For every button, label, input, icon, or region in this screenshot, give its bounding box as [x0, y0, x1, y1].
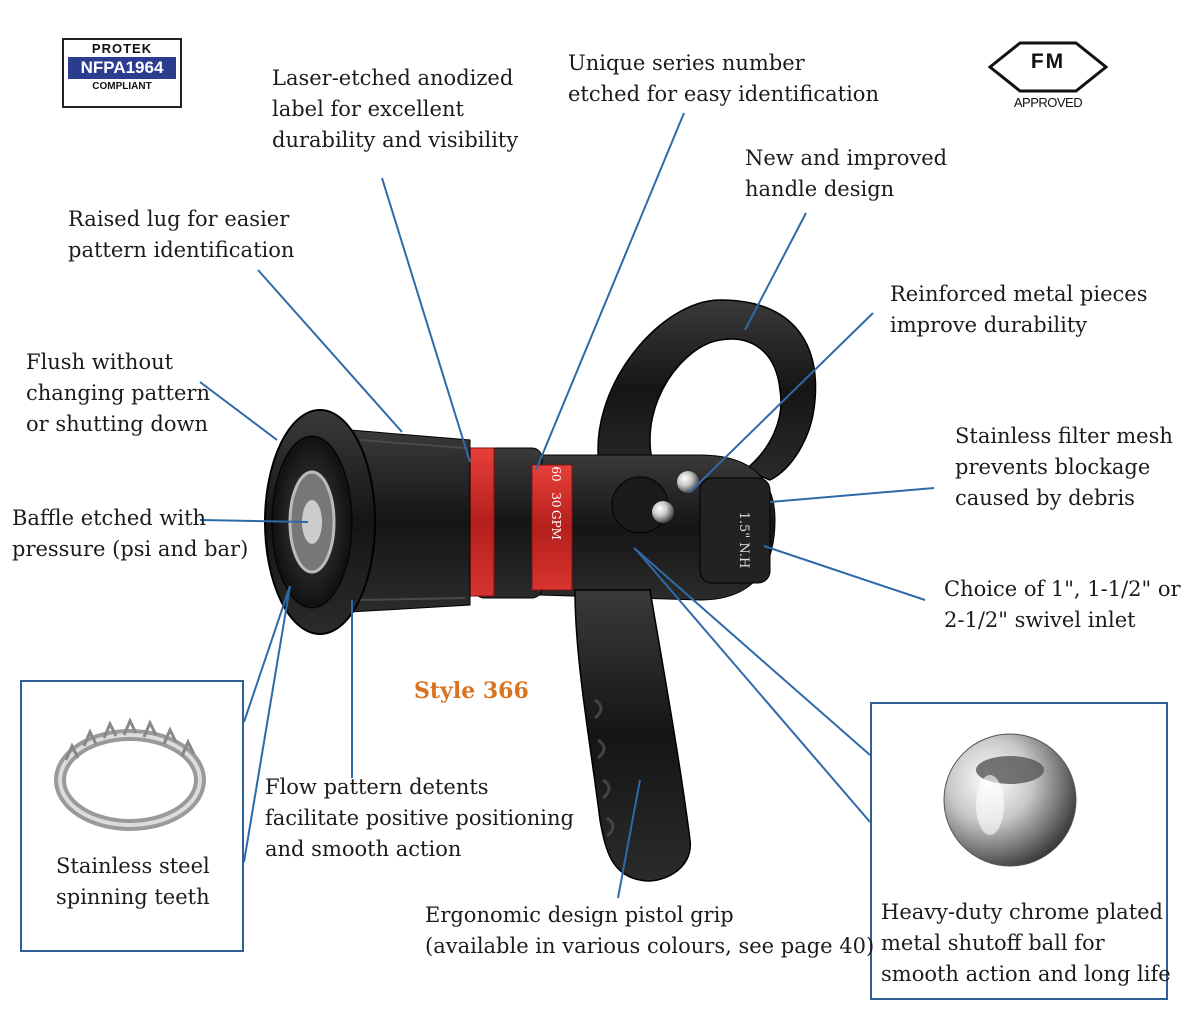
badge-protek-text: PROTEK — [91, 41, 153, 56]
teeth-inset-box — [20, 680, 244, 952]
leader-lines — [199, 112, 935, 899]
swivel-inlet — [699, 477, 771, 584]
gpm-30-marking: 30 — [549, 492, 563, 507]
pistol-grip — [574, 589, 691, 882]
gpm-60-marking: 60 — [549, 466, 563, 481]
callout-handle: New and improved handle design — [745, 146, 948, 201]
callout-raised-lug: Raised lug for easier pattern identifica… — [68, 207, 295, 262]
handle-loop — [597, 299, 817, 481]
ball-inset-box — [870, 702, 1168, 1000]
callout-baffle: Baffle etched with pressure (psi and bar… — [12, 506, 249, 561]
callout-laser-label: Laser-etched anodized label for excellen… — [272, 66, 519, 152]
product-style-label: Style 366 — [414, 678, 529, 704]
fm-approved-badge: FM APPROVED — [986, 40, 1110, 120]
nfpa-compliant-badge: PROTEK NFPA1964 COMPLIANT — [62, 38, 182, 108]
chrome-ball-icon — [943, 733, 1077, 867]
callout-reinforced: Reinforced metal pieces improve durabili… — [890, 282, 1148, 337]
callout-teeth: Stainless steel spinning teeth — [56, 854, 210, 909]
badge-nfpa-text: NFPA1964 — [68, 57, 176, 79]
callout-detents: Flow pattern detents facilitate positive… — [265, 775, 574, 861]
callout-inlet: Choice of 1", 1-1/2" or 2-1/2" swivel in… — [944, 577, 1181, 632]
callout-series-number: Unique series number etched for easy ide… — [568, 51, 879, 106]
callout-grip: Ergonomic design pistol grip (available … — [425, 903, 875, 958]
fm-diamond-icon — [987, 41, 1109, 93]
gpm-marking: GPM — [549, 510, 563, 540]
reinforced-bolt-icon — [677, 471, 699, 493]
fm-text: FM — [1030, 50, 1066, 73]
red-series-band — [531, 464, 573, 591]
callout-ball: Heavy-duty chrome plated metal shutoff b… — [881, 900, 1171, 986]
callout-filter: Stainless filter mesh prevents blockage … — [955, 424, 1173, 510]
baffle — [302, 500, 322, 544]
inlet-size-marking: 1.5" N.H — [736, 512, 751, 569]
spinning-teeth-icon — [54, 717, 206, 831]
badge-compliant-text: COMPLIANT — [92, 81, 152, 92]
callout-flush: Flush without changing pattern or shutti… — [26, 350, 210, 436]
approved-text: APPROVED — [1013, 95, 1083, 110]
